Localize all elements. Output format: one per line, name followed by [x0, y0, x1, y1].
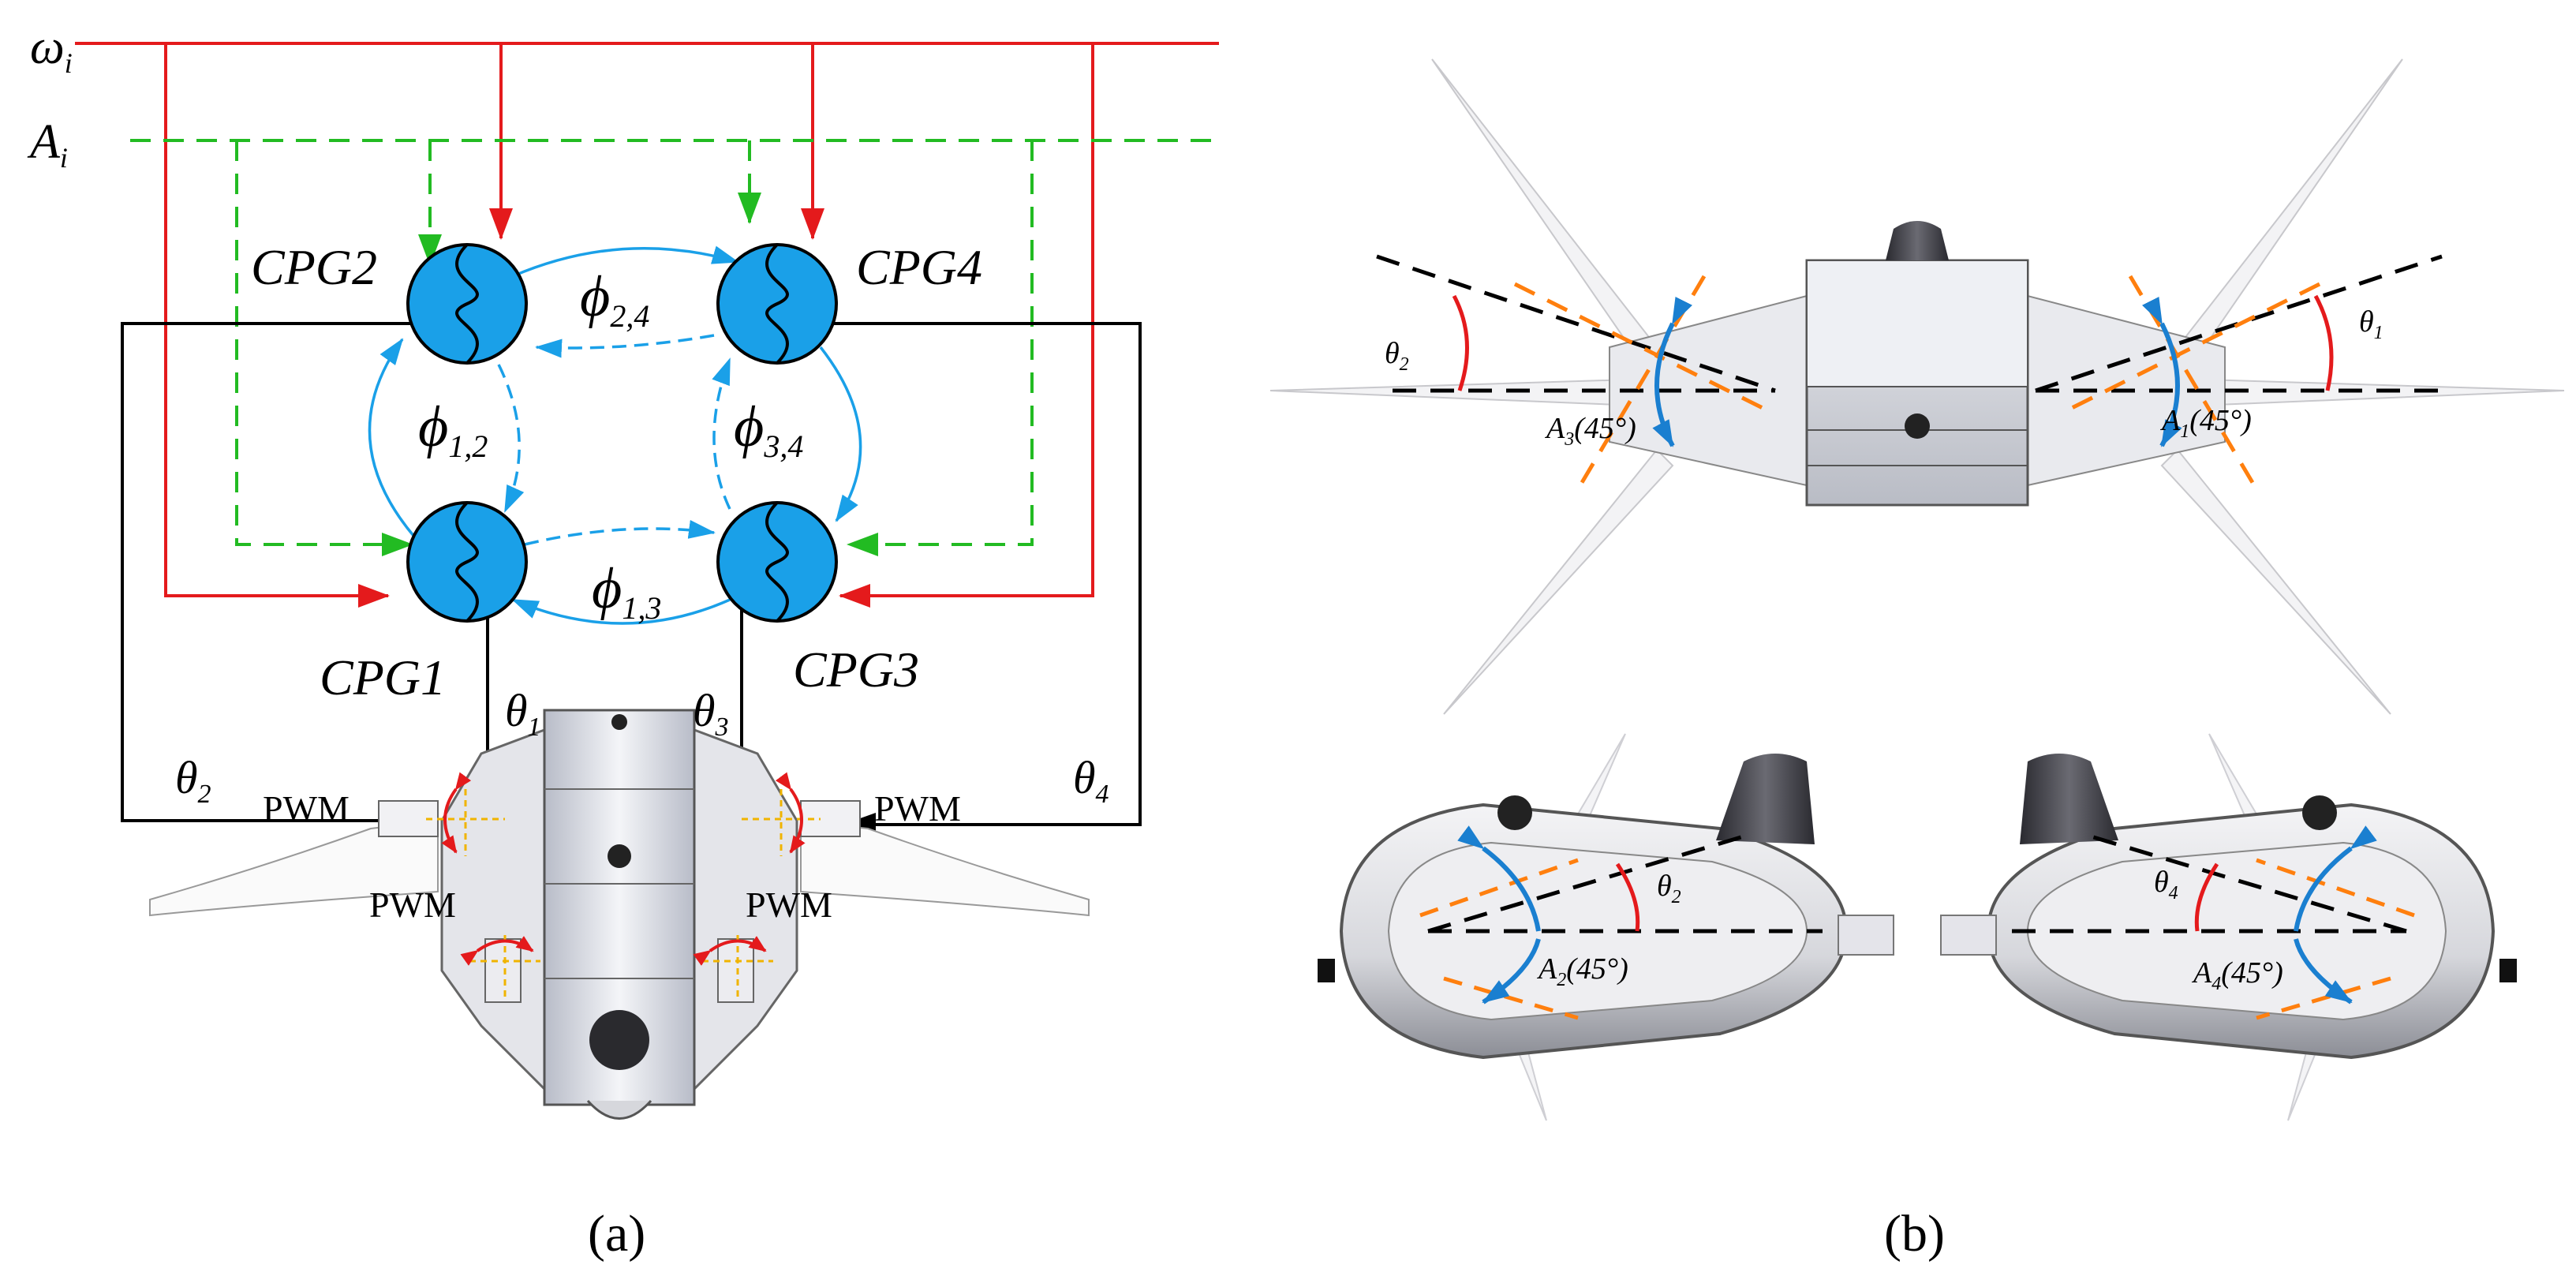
panel-b-caption: (b)	[1884, 1205, 1945, 1263]
panel-b-theta2-side: θ2	[1657, 870, 1681, 907]
cpg4-label: CPG4	[856, 239, 982, 295]
omega-signal-bus	[75, 42, 1219, 608]
coupling-arrows	[368, 245, 862, 625]
panel-b-amplitude-a3: A3(45°)	[1544, 412, 1636, 450]
theta1-label: θ1	[505, 685, 541, 742]
panel-b-top-view	[1269, 58, 2565, 715]
pwm-label-right: PWM	[874, 788, 961, 829]
cpg3-node	[716, 501, 838, 623]
coupling-label-3-4: ϕ3,4	[734, 395, 803, 464]
panel-a: ωi Ai	[27, 21, 1219, 1263]
cpg2-label: CPG2	[251, 239, 377, 295]
pwm-label-bottom-left: PWM	[369, 885, 456, 925]
cpg1-node	[406, 501, 528, 623]
theta3-label: θ3	[693, 685, 729, 742]
robot-top-view	[149, 709, 1090, 1120]
coupling-label-1-2: ϕ1,2	[418, 395, 488, 464]
amplitude-signal-bus	[130, 139, 1219, 556]
pwm-label-left: PWM	[263, 788, 350, 829]
omega-label: ωi	[30, 21, 73, 79]
pwm-label-bottom-right: PWM	[746, 885, 832, 925]
amplitude-label: Ai	[27, 115, 68, 174]
panel-b-amplitude-a1: A1(45°)	[2159, 404, 2252, 442]
panel-a-caption: (a)	[588, 1205, 645, 1263]
panel-b-side-view-left	[1318, 733, 1894, 1121]
coupling-label-1-3: ϕ1,3	[592, 556, 661, 626]
panel-b-theta1-top: θ1	[2359, 305, 2383, 343]
panel-b-amplitude-a4: A4(45°)	[2191, 956, 2283, 994]
panel-b-amplitude-a2: A2(45°)	[1536, 952, 1628, 990]
cpg4-node	[716, 243, 838, 365]
cpg2-node	[406, 243, 528, 365]
panel-b-theta4-side: θ4	[2154, 866, 2178, 904]
theta2-label: θ2	[175, 752, 211, 809]
panel-b-theta2-top: θ2	[1385, 337, 1409, 375]
coupling-label-2-4: ϕ2,4	[580, 264, 649, 334]
theta4-label: θ4	[1073, 752, 1109, 809]
panel-b-side-view-right	[1940, 733, 2517, 1121]
cpg1-label: CPG1	[320, 649, 446, 705]
cpg3-label: CPG3	[793, 642, 919, 698]
panel-b: θ2 θ1 A3(45°) A1(45°)	[1269, 58, 2565, 1263]
